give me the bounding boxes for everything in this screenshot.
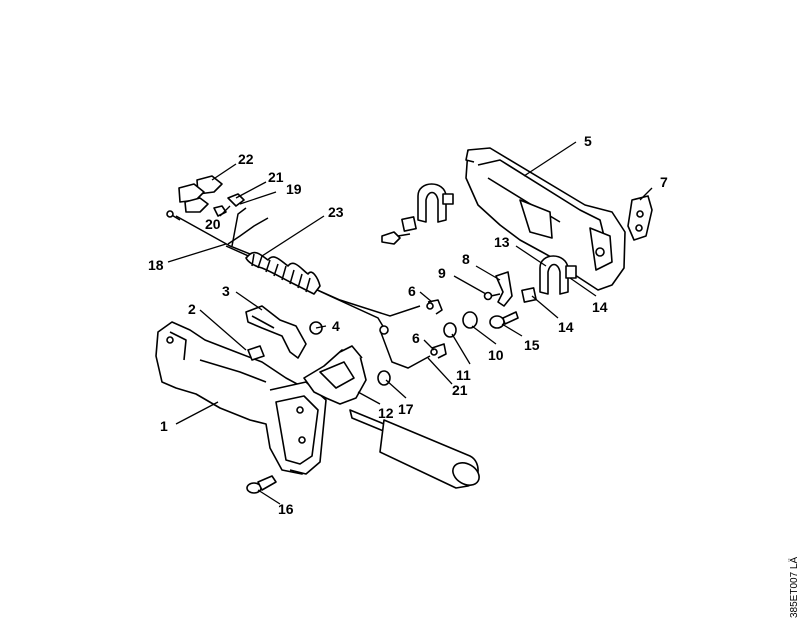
screw-15 [489,311,519,329]
ring-17 [377,370,391,386]
handle-housing-right [465,147,626,291]
clamp-upper [381,183,454,245]
callout-21a: 21 [268,169,284,185]
handle-housing-left [155,321,327,475]
clamp-lower [521,255,577,303]
callout-10: 10 [488,347,504,363]
screw-16 [246,475,277,494]
callout-19: 19 [286,181,302,197]
callout-11: 11 [456,367,471,383]
assembly-tool [349,409,480,489]
callout-12: 12 [378,405,394,421]
trigger-lever [245,305,307,359]
callout-9: 9 [438,265,446,281]
pin-2 [247,345,265,361]
callout-labels: 1 2 3 4 5 6 6 7 8 9 10 11 12 13 14 14 15… [148,133,668,517]
callout-15: 15 [524,337,540,353]
contact-spring-lower [430,343,447,359]
switch-block [303,345,367,405]
wiring-harness [166,207,431,369]
leader-lines [167,141,653,505]
callout-14a: 14 [592,299,608,315]
mounting-bracket [627,195,653,241]
callout-7: 7 [660,174,668,190]
callout-5: 5 [584,133,592,149]
callout-1: 1 [160,418,168,434]
contact-spring-upper [426,299,443,315]
callout-6b: 6 [412,330,420,346]
callout-6a: 6 [408,283,416,299]
drawing-code: 385ET007 LÄ [788,557,800,618]
callout-20: 20 [205,216,221,232]
callout-22: 22 [238,151,254,167]
callout-18: 18 [148,257,164,273]
conduit-coils [251,253,311,293]
callout-17: 17 [398,401,414,417]
callout-2: 2 [188,301,196,317]
plug-sleeves [178,175,245,217]
callout-8: 8 [462,251,470,267]
switch-bracket [483,271,513,307]
callout-21b: 21 [452,382,468,398]
callout-23: 23 [328,204,344,220]
callout-13: 13 [494,234,510,250]
callout-3: 3 [222,283,230,299]
callout-4: 4 [332,318,340,334]
sleeve-10 [462,311,478,329]
callout-16: 16 [278,501,294,517]
sleeve-11 [443,322,457,338]
callout-14b: 14 [558,319,574,335]
